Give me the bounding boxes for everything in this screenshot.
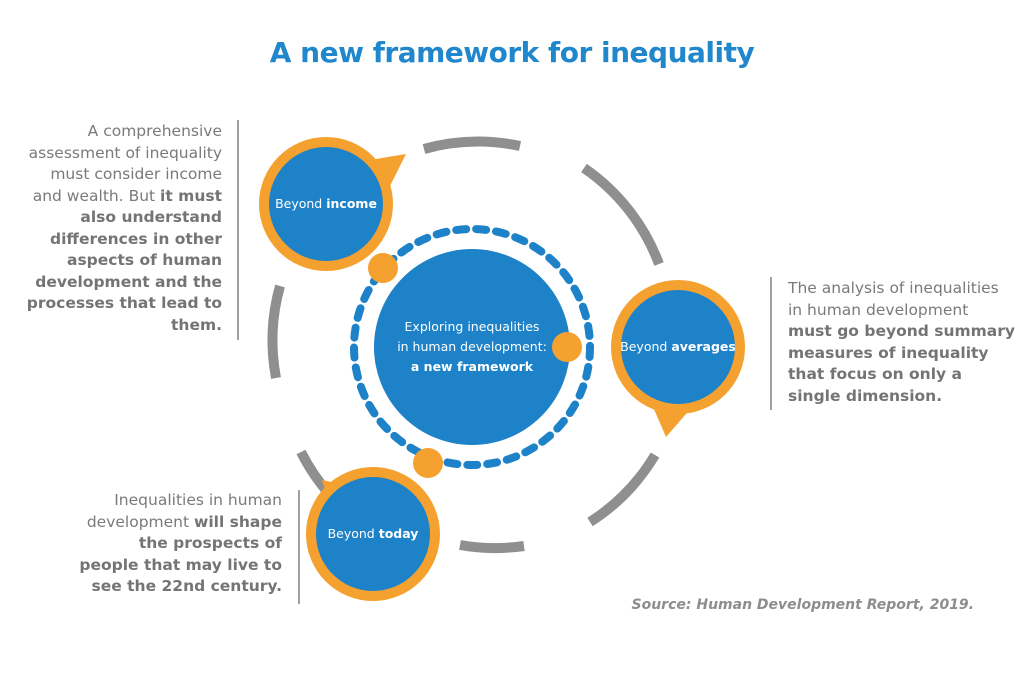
node-income-label: Beyond income xyxy=(275,196,377,211)
arc-segment xyxy=(459,540,525,554)
connector-dot xyxy=(368,253,398,283)
note-averages: The analysis of inequalities in human de… xyxy=(788,279,1016,405)
source-citation: Source: Human Development Report, 2019. xyxy=(631,597,974,613)
note-today-divider xyxy=(298,490,300,604)
node-averages-label: Beyond averages xyxy=(620,339,736,354)
center-label-line: in human development: xyxy=(397,339,547,354)
note-averages-divider xyxy=(770,277,772,410)
note-income: A comprehensive assessment of inequality… xyxy=(26,122,222,334)
outer-arc-ring xyxy=(267,136,664,554)
center-dashed-ring xyxy=(350,225,594,469)
center-label-line: Exploring inequalities xyxy=(404,319,540,334)
connector-dot xyxy=(413,448,443,478)
page-title: A new framework for inequality xyxy=(269,36,755,69)
note-today: Inequalities in human development will s… xyxy=(79,491,282,595)
node-today-label: Beyond today xyxy=(327,526,419,541)
connector-dot xyxy=(552,332,582,362)
center-circle xyxy=(374,249,570,445)
center-label-emphasis: a new framework xyxy=(410,359,534,374)
node-averages xyxy=(552,280,745,437)
node-income xyxy=(259,137,406,283)
arc-segment xyxy=(422,136,522,154)
node-income-tail xyxy=(370,154,406,190)
arc-segment xyxy=(267,284,285,379)
arc-segment xyxy=(587,452,660,527)
center-label: Exploring inequalities in human developm… xyxy=(372,317,572,377)
node-today xyxy=(306,448,443,601)
arc-segment xyxy=(581,163,664,266)
note-income-divider xyxy=(237,120,239,340)
